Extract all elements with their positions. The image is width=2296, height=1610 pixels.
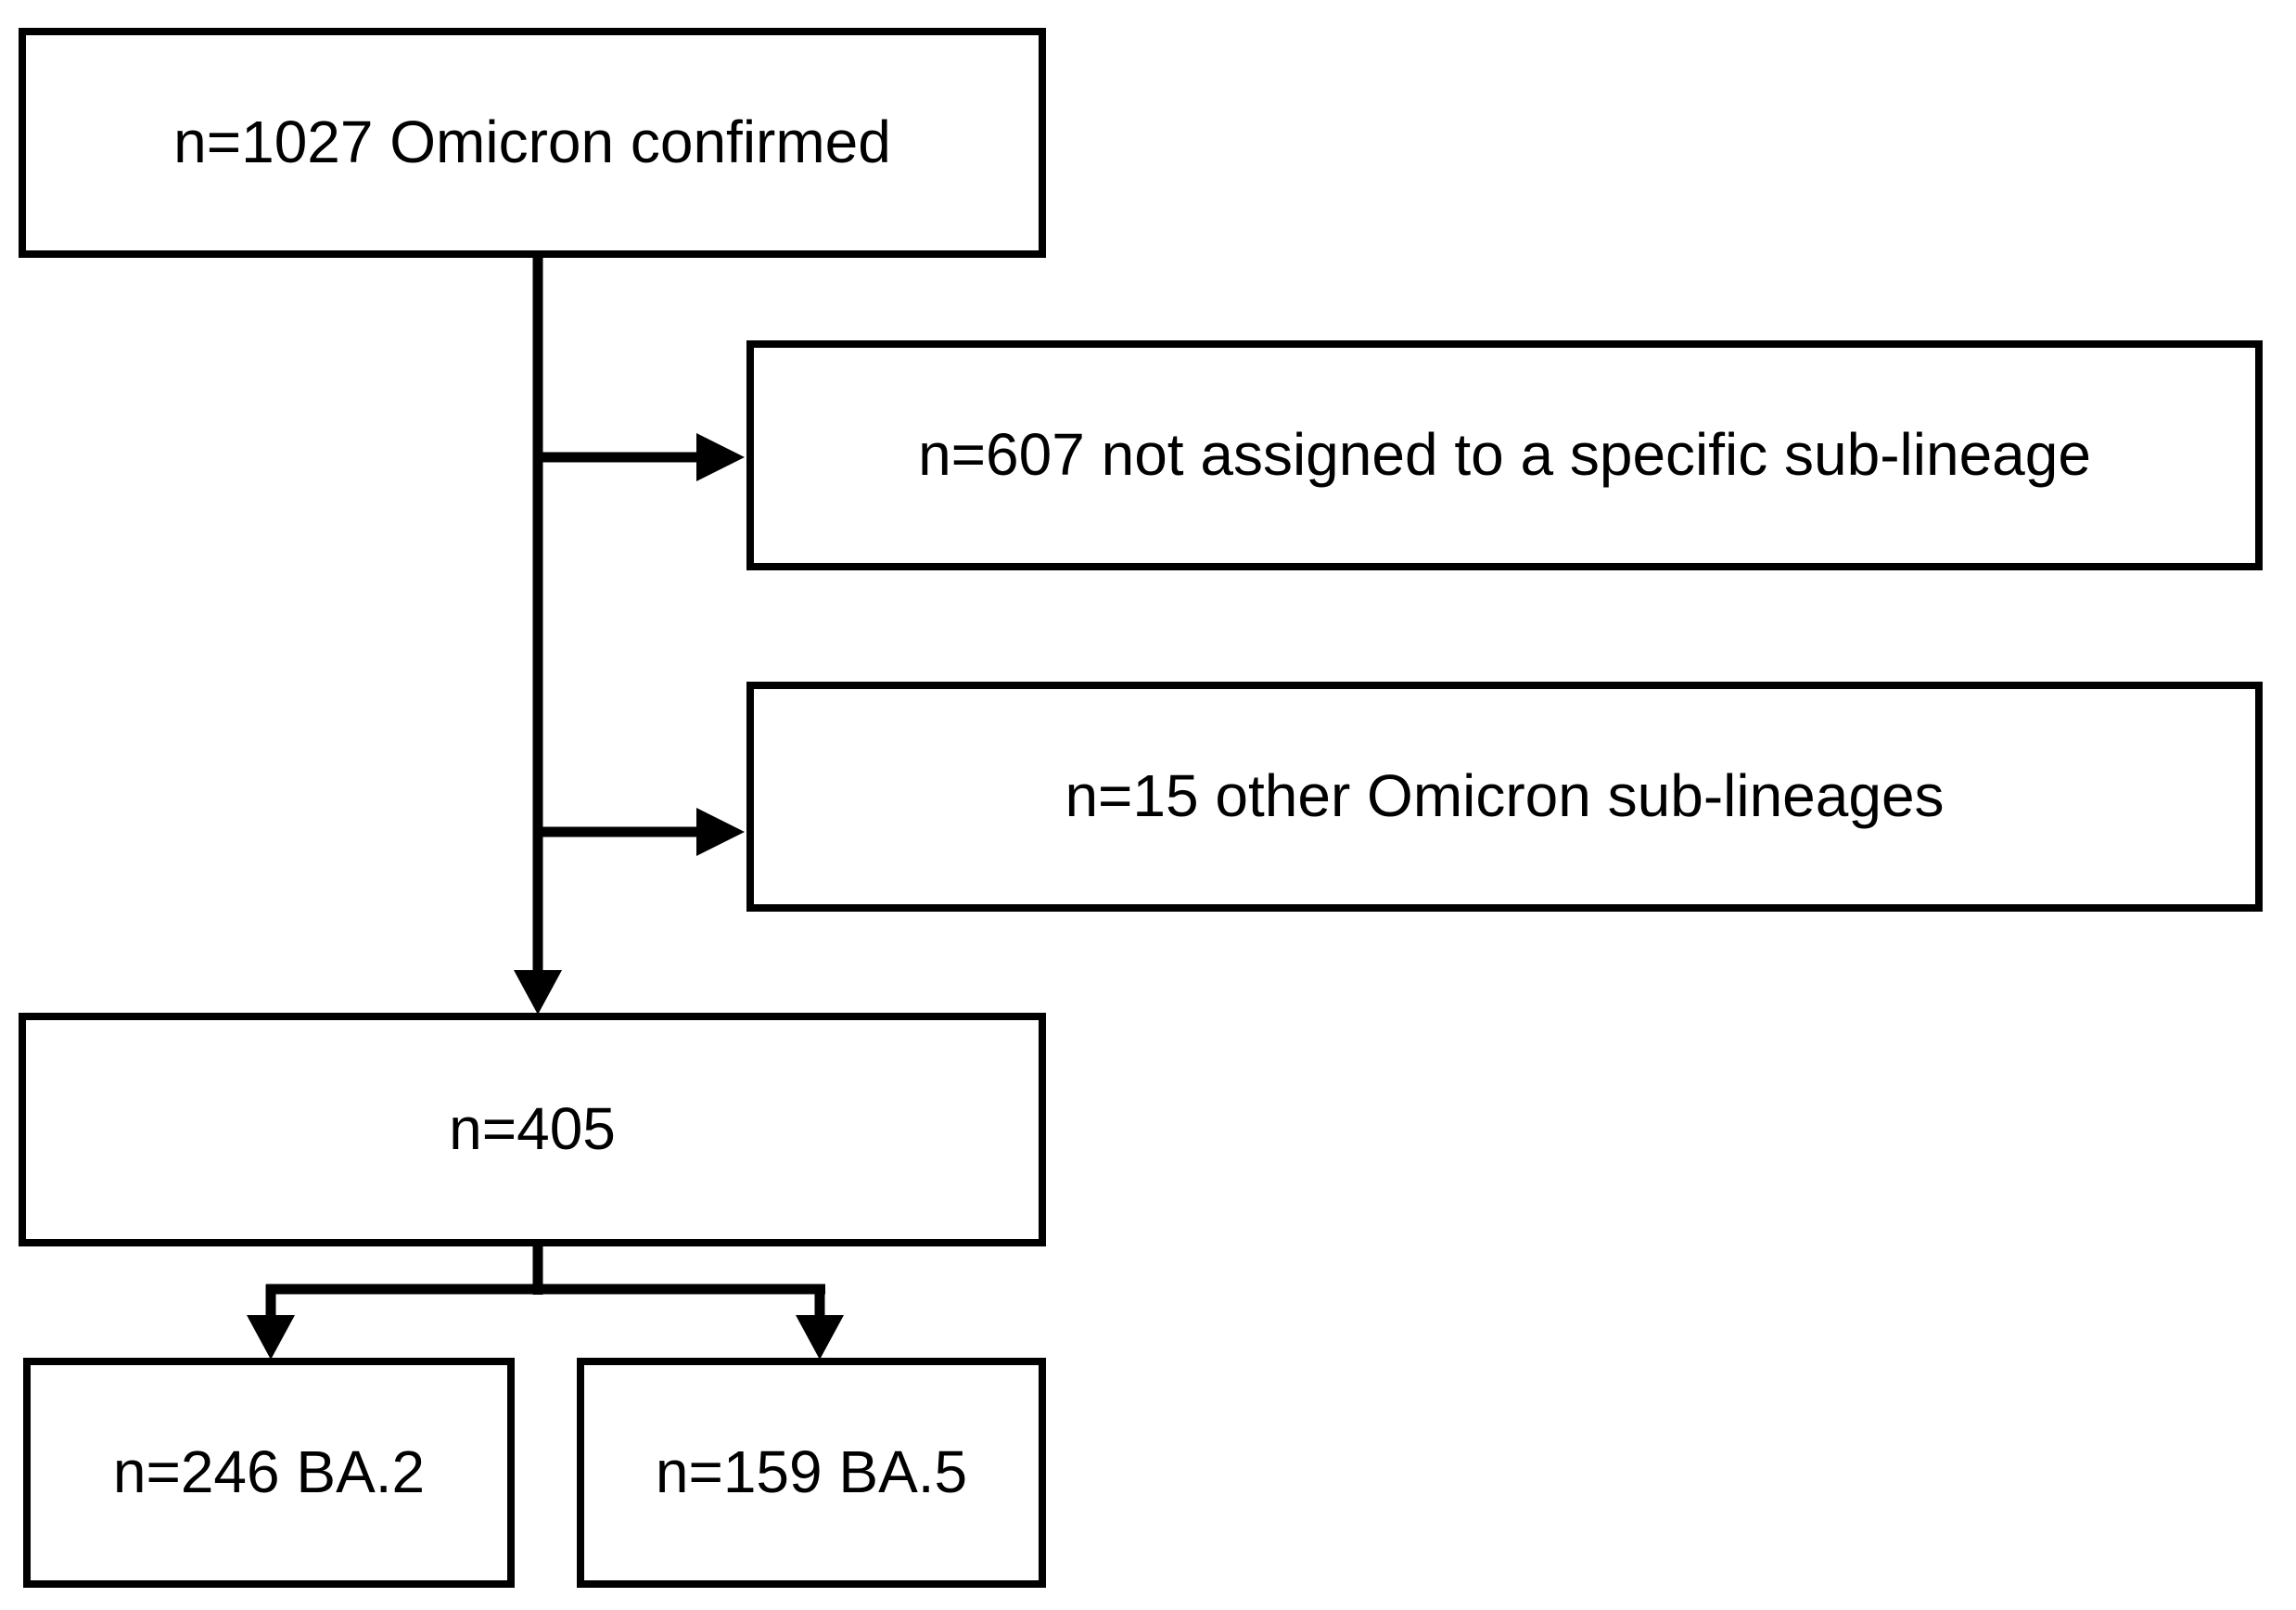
box-n405: n=405	[19, 1013, 1046, 1246]
box-label: n=607 not assigned to a specific sub-lin…	[918, 421, 2091, 489]
box-label: n=159 BA.5	[655, 1438, 968, 1506]
box-ba5: n=159 BA.5	[577, 1358, 1046, 1588]
right-arrowhead-not-assigned-icon	[696, 433, 745, 481]
down-arrowhead-ba2-icon	[247, 1315, 295, 1360]
box-not-assigned: n=607 not assigned to a specific sub-lin…	[746, 340, 2263, 570]
box-label: n=405	[449, 1095, 616, 1163]
box-ba2: n=246 BA.2	[23, 1358, 515, 1588]
box-omicron-confirmed: n=1027 Omicron confirmed	[19, 28, 1046, 258]
box-label: n=15 other Omicron sub-lineages	[1065, 762, 1945, 830]
box-other-sublineages: n=15 other Omicron sub-lineages	[746, 682, 2263, 912]
down-arrowhead-ba5-icon	[796, 1315, 844, 1360]
down-arrowhead-to-n405-icon	[514, 970, 562, 1015]
right-arrowhead-other-sublineages-icon	[696, 808, 745, 856]
box-label: n=1027 Omicron confirmed	[173, 109, 891, 176]
box-label: n=246 BA.2	[112, 1438, 426, 1506]
